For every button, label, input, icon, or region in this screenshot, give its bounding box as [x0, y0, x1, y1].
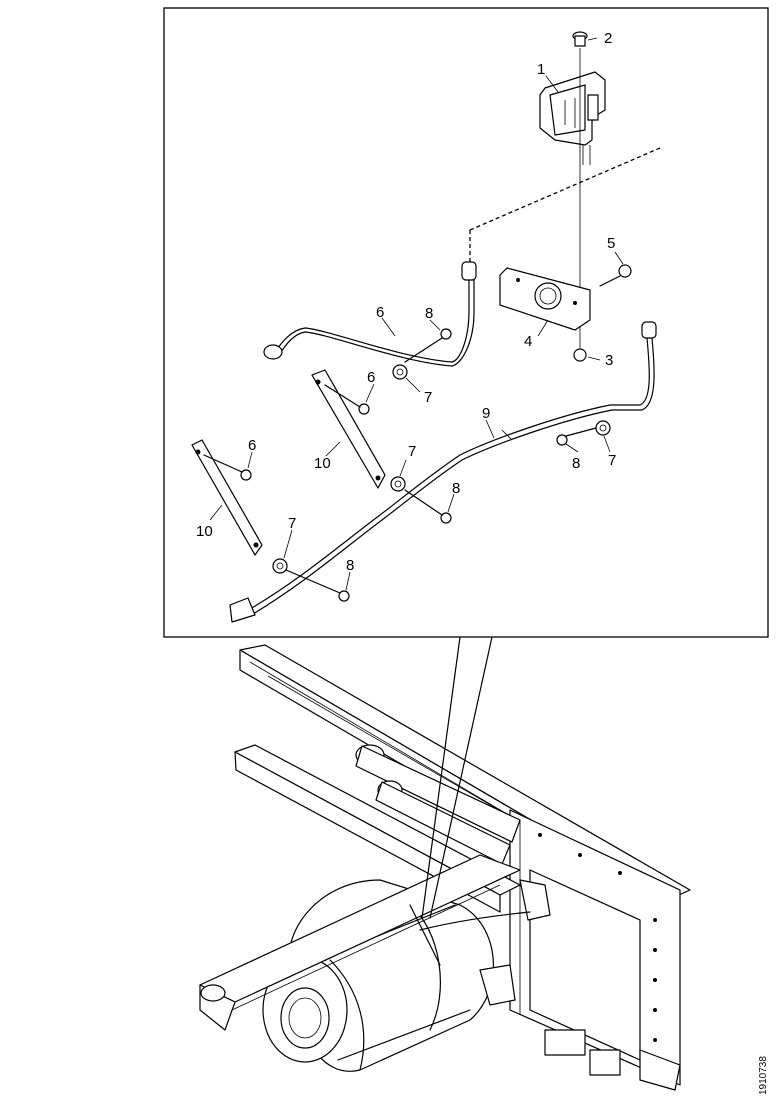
callout-6-pipe-bolt: 6 [376, 304, 384, 321]
clip-7c [390, 476, 406, 492]
long-pipe-9 [229, 321, 657, 623]
bolt-5 [599, 264, 632, 287]
callout-6-strap-a: 6 [367, 369, 375, 386]
nut-8d [285, 569, 350, 602]
cross-member-plate [509, 809, 681, 1091]
callout-8-right: 8 [572, 455, 580, 472]
front-cross-rail [199, 854, 521, 1031]
callout-8-upper: 8 [425, 305, 433, 322]
chassis-assembly-view [199, 644, 691, 1091]
clip-7d [272, 558, 288, 574]
callout-7-right: 7 [608, 452, 616, 469]
mounting-plate-4 [499, 267, 591, 331]
callout-leaders [209, 37, 624, 591]
frame-rail-lower [234, 744, 521, 913]
detail-leader-lines [421, 636, 493, 919]
callout-7-upper: 7 [424, 389, 432, 406]
callout-9: 9 [482, 405, 490, 422]
mount-bracket [479, 879, 621, 1076]
bolt-2 [572, 31, 588, 47]
callout-10-lower: 10 [196, 523, 213, 540]
support-strap-10a [311, 369, 386, 489]
callout-8-lower: 8 [346, 557, 354, 574]
installed-pipe-route [419, 911, 531, 931]
nut-8c [404, 489, 452, 524]
callout-labels: 2 1 5 4 3 6 8 7 6 9 10 7 8 7 6 8 10 7 8 [196, 30, 616, 574]
callout-8-middle: 8 [452, 480, 460, 497]
detail-frame [163, 7, 769, 638]
callout-7-middle: 7 [408, 443, 416, 460]
callout-1: 1 [537, 61, 545, 78]
short-pipe-6 [263, 261, 477, 367]
installed-strap [409, 904, 441, 966]
nut-3 [573, 348, 587, 362]
clip-7b [595, 420, 611, 436]
callout-10-upper: 10 [314, 455, 331, 472]
figure-id: 1910738 [758, 1056, 769, 1095]
exhaust-pipe [355, 744, 521, 865]
callout-3: 3 [605, 352, 613, 369]
clip-7a [392, 364, 408, 380]
detail-parts [191, 31, 661, 623]
support-strap-10b [191, 439, 263, 556]
callout-2: 2 [604, 30, 612, 47]
bolt-6a [324, 384, 370, 415]
callout-7-lower: 7 [288, 515, 296, 532]
callout-4: 4 [524, 333, 532, 350]
callout-5: 5 [607, 235, 615, 252]
nut-8a [404, 328, 452, 363]
nut-8b [556, 427, 597, 446]
bolt-6b [203, 454, 252, 481]
callout-6-strap-b: 6 [248, 437, 256, 454]
